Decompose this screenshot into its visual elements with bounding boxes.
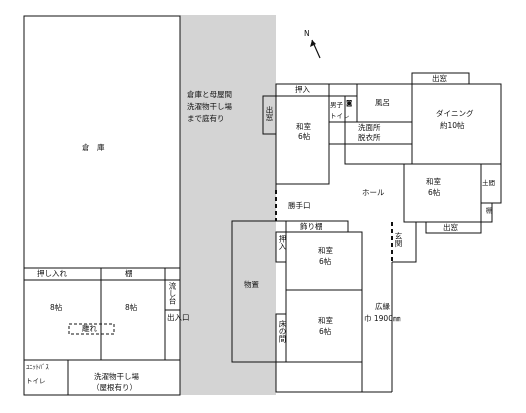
hanare-tag [68, 323, 115, 335]
hall-label: ホール [362, 188, 385, 197]
washitsu-right-label-1: 和室 [426, 177, 441, 186]
tokonoma-label: 床の間 [278, 320, 287, 343]
north-arrow [310, 39, 321, 59]
room-8a-label: 8帖 [50, 303, 63, 312]
washitsu-top [275, 95, 330, 185]
washitsu-right-label-2: 6帖 [428, 188, 441, 197]
laundry-area [67, 359, 181, 396]
warehouse [23, 15, 181, 269]
dining-label-2: 約10帖 [440, 121, 465, 130]
laundry-label-2: （屋根有り） [92, 383, 137, 392]
tana-small-label: 棚 [484, 207, 492, 214]
toilet-icon: ◙ [346, 99, 353, 107]
gap-label-1: 倉庫と母屋間 [187, 90, 232, 99]
washitsu-mid-label-1: 和室 [318, 246, 333, 255]
unit-toilet-label: トイレ [26, 377, 46, 385]
dining-label-1: ダイニング [436, 109, 474, 118]
demado-top-label: 出窓 [432, 74, 447, 83]
furo-label: 風呂 [375, 98, 390, 107]
demado-bottom-label: 出窓 [443, 223, 458, 232]
washitsu-top-label-2: 6帖 [298, 132, 311, 141]
tana-left [100, 267, 166, 281]
hall-outline [329, 143, 412, 165]
hanare-label: 離れ [82, 324, 97, 333]
washitsu-mid-label-2: 6帖 [319, 257, 332, 266]
tana-small [480, 202, 493, 223]
washitsu-bottom [285, 289, 363, 363]
genkan [392, 221, 417, 263]
hiroen-label-1: 広縁 [375, 302, 390, 311]
north-label: N [304, 29, 310, 38]
washitsu-top-label-1: 和室 [296, 122, 311, 131]
garden-gap [180, 15, 276, 395]
warehouse-label: 倉 庫 [82, 143, 105, 152]
demado-bottom [425, 221, 482, 234]
senmen-label-2: 脱衣所 [358, 133, 381, 142]
deiriguchi-label: 出入口 [167, 313, 190, 322]
washitsu-bottom-label-2: 6帖 [319, 327, 332, 336]
mens-toilet-label: トイレ [330, 112, 350, 120]
senmen-label-1: 洗面所 [358, 123, 381, 132]
room-8b-label: 8帖 [125, 303, 138, 312]
room-8b [100, 279, 166, 361]
katteguchi-label: 勝手口 [288, 201, 311, 210]
demado-left-label: 出窓 [265, 106, 274, 121]
nagashidai-label: 流し台 [168, 282, 177, 305]
washitsu-right [403, 163, 482, 223]
hiroen-wall [275, 232, 363, 393]
room-8a [23, 279, 102, 361]
genkan-label: 玄関 [394, 232, 403, 247]
mens-label: 男子 [330, 101, 343, 109]
gap-label-3: まで庭有り [187, 114, 225, 123]
washitsu-bottom-label-1: 和室 [318, 316, 333, 325]
oshiire-mid-label: 押入 [278, 235, 287, 250]
hiroen-label-2: 巾 1900㎜ [364, 314, 401, 323]
kazaridana-label: 飾り棚 [300, 222, 323, 231]
laundry-label-1: 洗濯物干し場 [94, 372, 139, 381]
unit-bath-label: ﾕﾆｯﾄﾊﾞｽ [26, 363, 49, 371]
oshiire-top-label: 押入 [295, 85, 310, 94]
doma-label: 土間 [482, 179, 495, 187]
gap-label-2: 洗濯物干し場 [187, 102, 232, 111]
oshiire-left-label: 押し入れ [37, 269, 67, 278]
monooki-label: 物置 [244, 280, 259, 289]
tana-left-label: 棚 [125, 269, 133, 278]
